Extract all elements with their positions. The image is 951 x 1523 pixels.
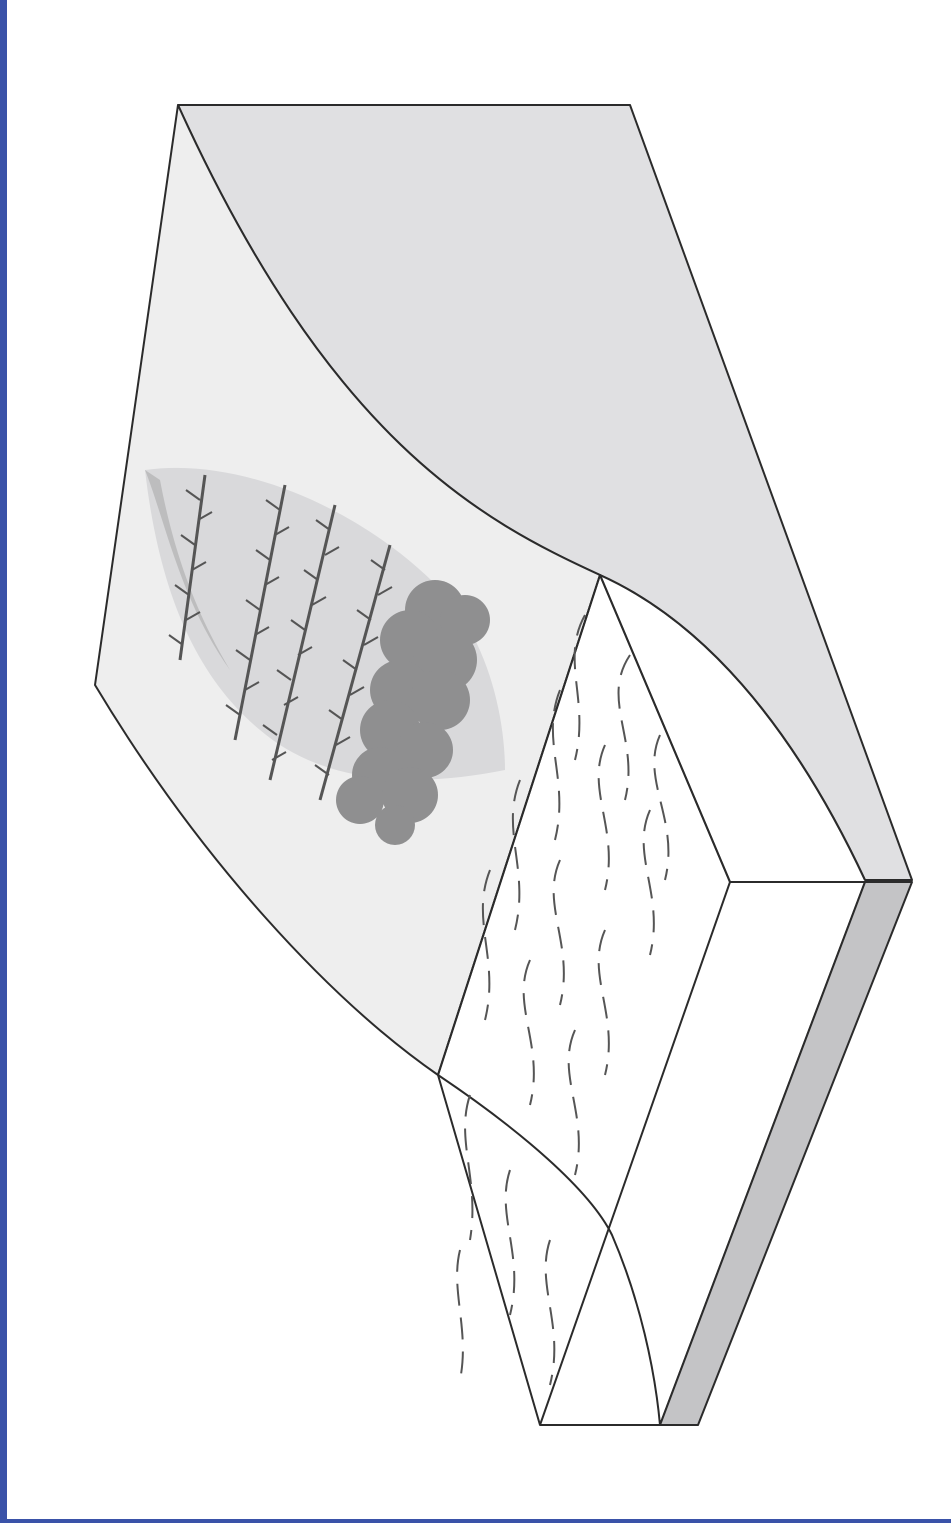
landscape-block-diagram — [0, 0, 951, 1523]
block-diagram-figure — [0, 0, 951, 1523]
